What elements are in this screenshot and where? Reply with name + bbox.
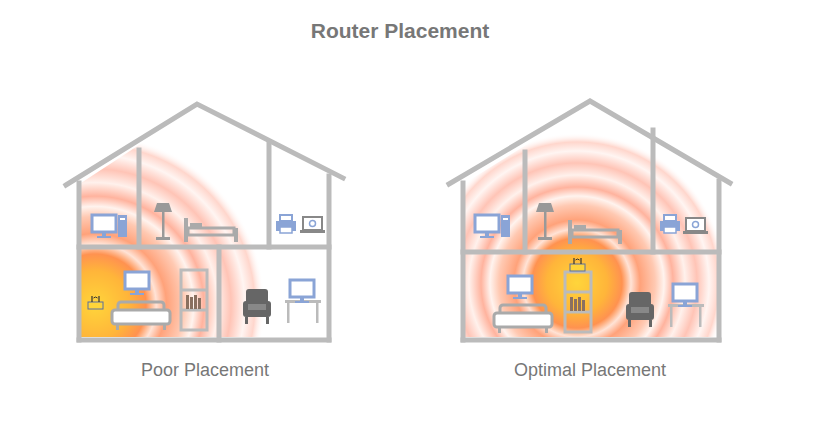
house-caption: Optimal Placement bbox=[514, 360, 666, 381]
diagram-title: Router Placement bbox=[311, 19, 490, 43]
house-caption: Poor Placement bbox=[141, 360, 269, 381]
